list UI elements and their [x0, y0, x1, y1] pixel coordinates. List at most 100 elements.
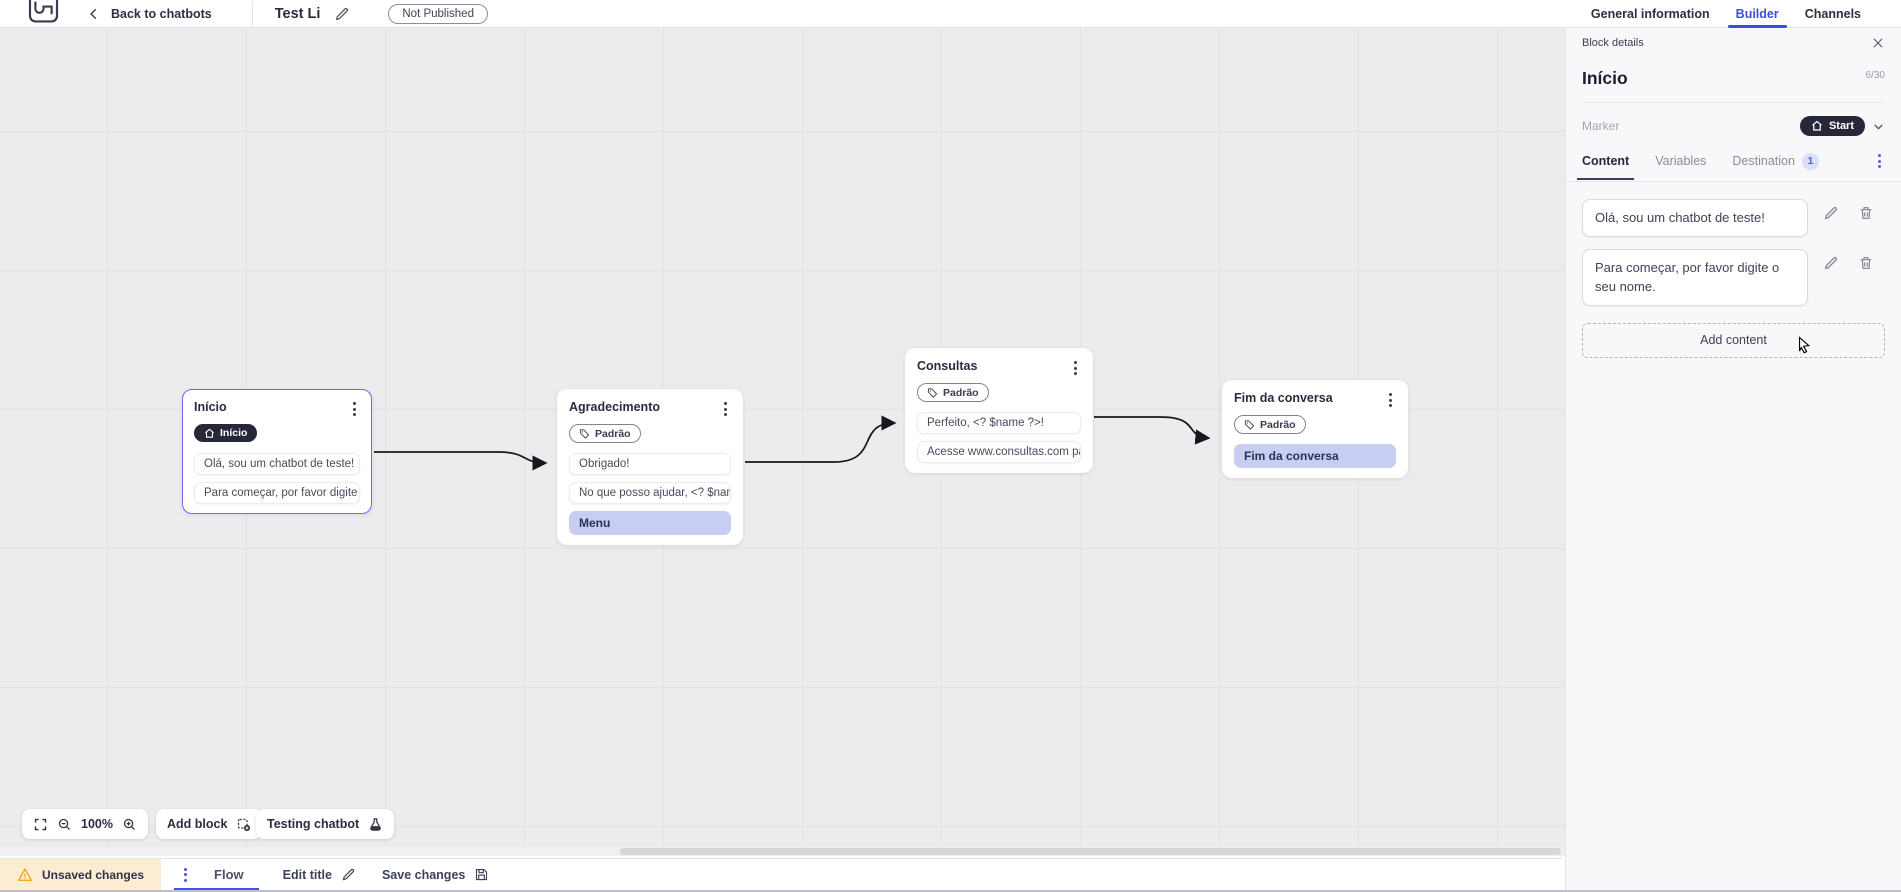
tab-variables[interactable]: Variables	[1655, 154, 1706, 168]
unsaved-changes-indicator: Unsaved changes	[0, 859, 162, 890]
tag-badge: Padrão	[569, 424, 641, 443]
flow-block-agradecimento[interactable]: Agradecimento Padrão Obrigado! No que po…	[557, 389, 743, 545]
panel-kebab-menu-icon[interactable]	[1874, 152, 1885, 170]
chevron-down-icon	[1874, 123, 1883, 130]
flow-block-consultas[interactable]: Consultas Padrão Perfeito, <? $name ?>! …	[905, 348, 1093, 473]
canvas-hscrollbar-thumb[interactable]	[620, 848, 1561, 855]
zoom-out-icon[interactable]	[57, 817, 72, 832]
edit-pencil-icon[interactable]	[1823, 255, 1839, 271]
start-marker-badge: Início	[194, 424, 258, 442]
edit-title-button[interactable]: Edit title	[283, 867, 356, 882]
kebab-menu-icon[interactable]	[1070, 359, 1081, 377]
block-header: Fim da conversa	[1234, 391, 1396, 409]
trash-icon[interactable]	[1858, 255, 1874, 271]
content-message-card[interactable]: Olá, sou um chatbot de teste!	[1582, 199, 1808, 237]
tab-channels[interactable]: Channels	[1804, 6, 1861, 21]
badge-label: Padrão	[943, 386, 979, 399]
tab-label: Destination	[1732, 154, 1795, 168]
block-title: Agradecimento	[569, 400, 660, 414]
block-message[interactable]: Perfeito, <? $name ?>!	[917, 412, 1081, 434]
canvas-hscrollbar-track[interactable]	[0, 847, 1565, 856]
add-block-icon	[238, 818, 251, 831]
tab-label: Content	[1582, 154, 1630, 168]
tag-icon	[927, 388, 938, 398]
block-end-item[interactable]: Fim da conversa	[1234, 444, 1396, 468]
flow-block-fim-da-conversa[interactable]: Fim da conversa Padrão Fim da conversa	[1222, 380, 1408, 478]
content-row: Para começar, por favor digite o seu nom…	[1582, 248, 1885, 306]
tab-content[interactable]: Content	[1576, 154, 1635, 180]
edit-title-pencil-icon[interactable]	[334, 6, 350, 22]
destination-count-badge: 1	[1801, 152, 1819, 170]
zoom-in-icon[interactable]	[122, 817, 137, 832]
flow-canvas[interactable]: Início Início Olá, sou um chatbot de tes…	[0, 28, 1565, 856]
tab-destination[interactable]: Destination 1	[1732, 152, 1819, 170]
zoom-controls: 100%	[22, 809, 148, 839]
edit-title-label: Edit title	[282, 867, 332, 882]
marker-row: Marker Start	[1582, 116, 1885, 136]
block-header: Consultas	[917, 359, 1081, 377]
back-to-chatbots-button[interactable]: Back to chatbots	[87, 0, 212, 28]
tag-icon	[1244, 420, 1255, 430]
unsaved-label: Unsaved changes	[42, 867, 145, 882]
marker-select[interactable]: Start	[1799, 116, 1885, 136]
home-icon	[205, 428, 214, 438]
block-title: Início	[194, 400, 227, 414]
app-logo-icon	[28, 0, 59, 22]
marker-label: Marker	[1582, 119, 1620, 133]
add-content-button[interactable]: Add content	[1582, 322, 1885, 358]
kebab-menu-icon[interactable]	[1385, 391, 1396, 409]
home-icon	[1812, 120, 1822, 131]
close-icon[interactable]	[1871, 36, 1885, 50]
start-pill: Start	[1799, 116, 1865, 136]
tab-builder[interactable]: Builder	[1727, 0, 1787, 28]
block-message[interactable]: No que posso ajudar, <? $name ...	[569, 482, 731, 504]
status-badge: Not Published	[388, 3, 488, 24]
testing-chatbot-button[interactable]: Testing chatbot	[256, 809, 395, 839]
panel-header: Block details	[1566, 28, 1901, 54]
edit-pencil-icon[interactable]	[1823, 205, 1839, 221]
bottombar-kebab-menu-icon[interactable]	[180, 866, 191, 884]
badge-label: Padrão	[1260, 418, 1296, 431]
marker-value: Start	[1828, 120, 1854, 132]
tag-badge: Padrão	[1234, 415, 1306, 434]
zoom-level: 100%	[81, 817, 113, 831]
tab-general-information[interactable]: General information	[1590, 6, 1710, 21]
add-block-label: Add block	[167, 817, 228, 831]
content-row: Olá, sou um chatbot de teste!	[1582, 199, 1885, 237]
panel-body: Início 6/30 Marker Start Content Variabl…	[1566, 68, 1901, 358]
bot-title: Test Li	[274, 5, 321, 22]
char-counter: 6/30	[1865, 70, 1885, 81]
tag-icon	[579, 429, 590, 439]
block-message[interactable]: Acesse www.consultas.com par...	[917, 441, 1081, 463]
add-block-button[interactable]: Add block	[156, 809, 263, 839]
topbar-divider	[251, 0, 253, 27]
chevron-left-icon	[90, 8, 97, 19]
tab-flow[interactable]: Flow	[174, 859, 259, 891]
tag-badge: Padrão	[917, 383, 989, 402]
trash-icon[interactable]	[1858, 205, 1874, 221]
back-label: Back to chatbots	[111, 6, 212, 21]
block-title-value[interactable]: Início	[1582, 68, 1628, 88]
badge-label: Início	[220, 427, 248, 439]
kebab-menu-icon[interactable]	[349, 400, 360, 418]
block-header: Agradecimento	[569, 400, 731, 418]
block-menu-item[interactable]: Menu	[569, 511, 731, 535]
block-header: Início	[194, 400, 360, 418]
badge-label: Padrão	[595, 427, 631, 440]
fullscreen-icon[interactable]	[33, 817, 48, 832]
block-title: Fim da conversa	[1234, 391, 1333, 405]
block-message[interactable]: Obrigado!	[569, 453, 731, 475]
builder-nav-tabs: General information Builder Channels	[1591, 0, 1861, 28]
block-title-row: Início 6/30	[1582, 68, 1885, 103]
kebab-menu-icon[interactable]	[720, 400, 731, 418]
content-message-card[interactable]: Para começar, por favor digite o seu nom…	[1582, 248, 1808, 306]
panel-header-label: Block details	[1582, 37, 1644, 49]
flow-block-inicio[interactable]: Início Início Olá, sou um chatbot de tes…	[182, 389, 372, 514]
tab-label: Variables	[1655, 154, 1707, 168]
pencil-icon	[342, 868, 355, 881]
block-message[interactable]: Olá, sou um chatbot de teste!	[194, 452, 360, 475]
block-message[interactable]: Para começar, por favor digite o ...	[194, 481, 360, 504]
block-title: Consultas	[917, 359, 978, 373]
save-changes-button[interactable]: Save changes	[382, 867, 489, 882]
